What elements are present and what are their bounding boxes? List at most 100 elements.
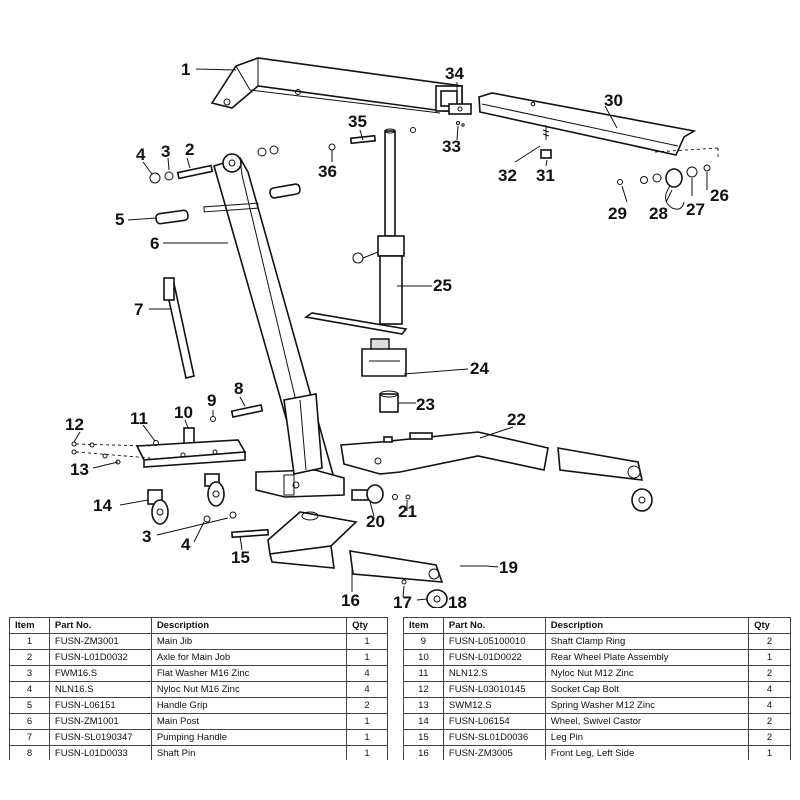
cell-item: 8 bbox=[9, 745, 50, 760]
callout-17: 17 bbox=[393, 593, 412, 608]
cell-item: 12 bbox=[403, 681, 444, 698]
callout-11: 11 bbox=[130, 409, 148, 428]
part-handle-grips bbox=[155, 183, 301, 225]
cell-partno: FUSN-ZM3001 bbox=[48, 633, 152, 650]
cell-qty: 2 bbox=[346, 697, 388, 714]
cell-item: 2 bbox=[9, 649, 50, 666]
callout-7: 7 bbox=[134, 300, 143, 319]
callout-24: 24 bbox=[470, 359, 489, 378]
callout-23: 23 bbox=[416, 395, 435, 414]
callout-34: 34 bbox=[445, 64, 464, 83]
col-qty-header: Qty bbox=[748, 617, 791, 634]
cell-partno: FUSN-L01D0033 bbox=[48, 745, 152, 760]
callout-27: 27 bbox=[686, 200, 705, 219]
cell-description: Main Jib bbox=[150, 633, 348, 650]
part-32-31-bolt bbox=[540, 125, 552, 159]
part-leg-pin bbox=[203, 511, 270, 539]
cell-qty: 2 bbox=[748, 729, 791, 746]
exploded-parts-diagram: 1 2 3 3 4 4 5 6 7 8 9 10 11 12 13 14 15 … bbox=[65, 57, 729, 608]
cell-partno: NLN16.S bbox=[48, 681, 152, 698]
callout-6: 6 bbox=[150, 234, 159, 253]
cell-description: Rear Wheel Plate Assembly bbox=[544, 649, 750, 666]
callout-36: 36 bbox=[318, 162, 337, 181]
cell-item: 10 bbox=[403, 649, 444, 666]
cell-item: 9 bbox=[403, 633, 444, 650]
cell-qty: 1 bbox=[346, 745, 388, 760]
cell-description: Flat Washer M16 Zinc bbox=[150, 665, 348, 682]
leader-lines bbox=[73, 68, 708, 601]
cell-partno: FUSN-SL0190347 bbox=[48, 729, 152, 746]
cell-item: 4 bbox=[9, 681, 50, 698]
cell-description: Main Post bbox=[150, 713, 348, 730]
cell-qty: 2 bbox=[748, 665, 791, 682]
part-23-base bbox=[379, 390, 399, 413]
callout-22: 22 bbox=[507, 410, 526, 429]
col-item-header: Item bbox=[403, 617, 444, 634]
part-19-pin bbox=[401, 565, 486, 585]
part-front-leg-left bbox=[267, 511, 448, 608]
part-pumping-handle bbox=[163, 277, 195, 379]
cell-description: Shaft Clamp Ring bbox=[544, 633, 750, 650]
cell-qty: 1 bbox=[346, 729, 388, 746]
part-main-jib bbox=[210, 57, 463, 114]
cell-item: 11 bbox=[403, 665, 444, 682]
cell-partno: NLN12.S bbox=[442, 665, 546, 682]
part-pump-bracket bbox=[283, 393, 323, 475]
cell-qty: 4 bbox=[346, 665, 388, 682]
callout-19: 19 bbox=[499, 558, 518, 577]
cell-item: 14 bbox=[403, 713, 444, 730]
part-hydraulic-ram bbox=[352, 128, 405, 325]
callout-3: 3 bbox=[161, 142, 170, 161]
col-description-header: Description bbox=[544, 617, 750, 634]
part-35-36-pin bbox=[328, 127, 416, 151]
col-description-header: Description bbox=[150, 617, 348, 634]
cell-qty: 1 bbox=[748, 745, 791, 760]
callout-4: 4 bbox=[181, 535, 191, 554]
cell-partno: FUSN-ZM1001 bbox=[48, 713, 152, 730]
callout-labels: 1 2 3 3 4 4 5 6 7 8 9 10 11 12 13 14 15 … bbox=[65, 60, 729, 608]
part-shaft-pin bbox=[210, 403, 264, 422]
cell-description: Pumping Handle bbox=[150, 729, 348, 746]
cell-partno: FUSN-L01D0022 bbox=[442, 649, 546, 666]
cell-item: 13 bbox=[403, 697, 444, 714]
callout-1: 1 bbox=[181, 60, 190, 79]
callout-13: 13 bbox=[70, 460, 89, 479]
callout-3: 3 bbox=[142, 527, 151, 546]
part-20-roller bbox=[351, 484, 411, 504]
cell-qty: 4 bbox=[748, 681, 791, 698]
callout-14: 14 bbox=[93, 496, 112, 515]
callout-33: 33 bbox=[442, 137, 461, 156]
cell-partno: FUSN-L06151 bbox=[48, 697, 152, 714]
callout-35: 35 bbox=[348, 112, 367, 131]
cell-qty: 4 bbox=[748, 697, 791, 714]
callout-12: 12 bbox=[65, 415, 84, 434]
callout-4: 4 bbox=[136, 145, 146, 164]
callout-21: 21 bbox=[398, 502, 417, 521]
callout-16: 16 bbox=[341, 591, 360, 608]
cell-description: Nyloc Nut M12 Zinc bbox=[544, 665, 750, 682]
cell-qty: 4 bbox=[346, 681, 388, 698]
cell-partno: SWM12.S bbox=[442, 697, 546, 714]
part-jib-extension bbox=[478, 92, 719, 158]
col-partno-header: Part No. bbox=[442, 617, 546, 634]
callout-2: 2 bbox=[185, 140, 194, 159]
callout-28: 28 bbox=[649, 204, 668, 223]
cell-qty: 2 bbox=[748, 713, 791, 730]
cell-partno: FUSN-SL01D0036 bbox=[442, 729, 546, 746]
callout-10: 10 bbox=[174, 403, 193, 422]
cell-item: 6 bbox=[9, 713, 50, 730]
cell-partno: FUSN-L06154 bbox=[442, 713, 546, 730]
